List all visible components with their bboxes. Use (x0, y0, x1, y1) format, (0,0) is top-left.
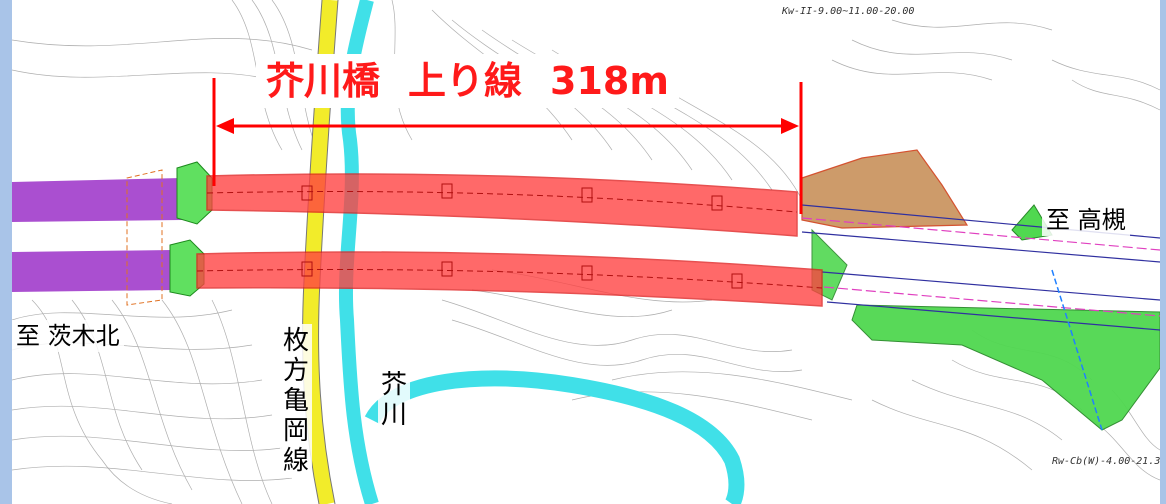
map-canvas: Kw-II-9.00~11.00-20.00 Rw-Cb(W)-4.00-21.… (12, 0, 1160, 504)
label-road-name: 枚方亀岡線 (280, 324, 312, 478)
label-to-ibaraki-kita: 至 茨木北 (12, 320, 124, 352)
label-river-name: 芥川 (378, 368, 410, 432)
bridge-title: 芥川橋上り線 318m (256, 54, 679, 108)
top-dimension-annotation: Kw-II-9.00~11.00-20.00 (782, 6, 915, 17)
bridge-lower (196, 251, 823, 307)
approach-lower (12, 250, 172, 292)
bridge-line: 上り線 (408, 59, 523, 103)
fill-slope-south (851, 304, 1160, 431)
label-to-takatsuki: 至 高槻 (1042, 204, 1130, 236)
bridge-upper (206, 173, 798, 237)
length-dimension-line (212, 78, 803, 214)
cut-slope (801, 149, 969, 229)
river-bend (364, 370, 745, 504)
bridge-name: 芥川橋 (266, 59, 381, 103)
approach-upper (12, 178, 182, 222)
bottom-dimension-annotation: Rw-Cb(W)-4.00-21.30 (1052, 456, 1160, 467)
bridge-length: 318m (550, 59, 669, 103)
